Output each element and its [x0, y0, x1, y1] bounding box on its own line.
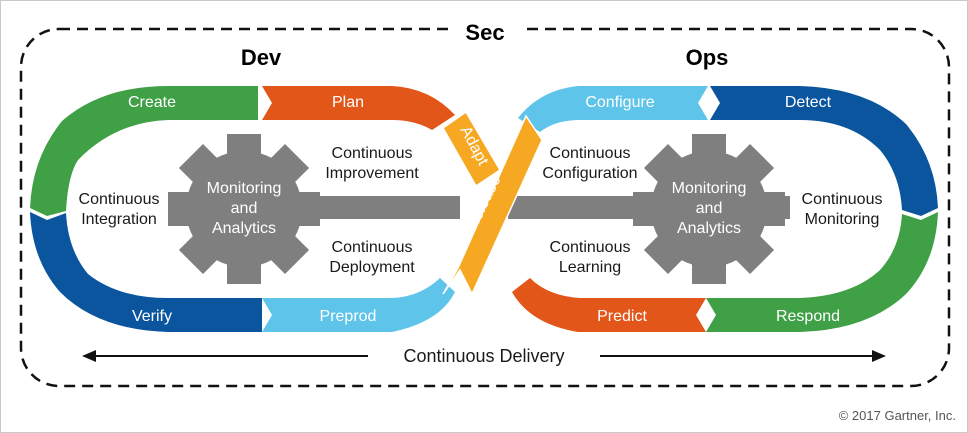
release-segment — [442, 114, 543, 296]
continuous-monitoring-line1: Continuous — [802, 191, 883, 208]
continuous-deployment-line1: Continuous — [332, 239, 413, 256]
ops-gear-line3: Analytics — [677, 220, 741, 237]
plan-segment — [262, 86, 455, 130]
dev-gear-icon — [168, 134, 320, 284]
copyright-text: © 2017 Gartner, Inc. — [839, 408, 956, 423]
preprod-segment — [262, 278, 455, 332]
verify-segment — [30, 212, 262, 332]
configure-segment — [518, 86, 708, 132]
continuous-configuration-line2: Configuration — [542, 165, 637, 182]
create-label: Create — [128, 94, 176, 111]
predict-label: Predict — [597, 308, 647, 325]
continuous-delivery-label: Continuous Delivery — [403, 346, 564, 366]
dev-gear-line2: and — [231, 200, 258, 217]
create-segment — [30, 86, 258, 216]
preprod-label: Preprod — [320, 308, 377, 325]
continuous-improvement-line2: Improvement — [325, 165, 419, 182]
predict-segment — [512, 278, 706, 332]
continuous-configuration-line1: Continuous — [550, 145, 631, 162]
dev-gear-line3: Analytics — [212, 220, 276, 237]
respond-segment — [706, 212, 938, 332]
continuous-monitoring-line2: Monitoring — [805, 211, 880, 228]
detect-segment — [710, 86, 938, 216]
continuous-learning-line1: Continuous — [550, 239, 631, 256]
dev-gear-line1: Monitoring — [207, 180, 282, 197]
ops-gear-icon — [633, 134, 785, 284]
detect-label: Detect — [785, 94, 832, 111]
configure-label: Configure — [585, 94, 654, 111]
continuous-learning-line2: Learning — [559, 259, 621, 276]
dev-heading: Dev — [241, 45, 282, 70]
ops-gear-line2: and — [696, 200, 723, 217]
plan-label: Plan — [332, 94, 364, 111]
ops-gear-line1: Monitoring — [672, 180, 747, 197]
continuous-integration-line1: Continuous — [79, 191, 160, 208]
verify-label: Verify — [132, 308, 172, 325]
arrow-left-icon — [82, 350, 96, 362]
respond-label: Respond — [776, 308, 840, 325]
arrow-right-icon — [872, 350, 886, 362]
sec-title-backdrop — [448, 14, 522, 46]
ops-heading: Ops — [686, 45, 729, 70]
continuous-integration-line2: Integration — [81, 211, 157, 228]
continuous-deployment-line2: Deployment — [329, 259, 415, 276]
sec-boundary — [19, 27, 951, 388]
sec-title: Sec — [465, 20, 504, 45]
continuous-improvement-line1: Continuous — [332, 145, 413, 162]
adapt-segment — [442, 110, 502, 188]
